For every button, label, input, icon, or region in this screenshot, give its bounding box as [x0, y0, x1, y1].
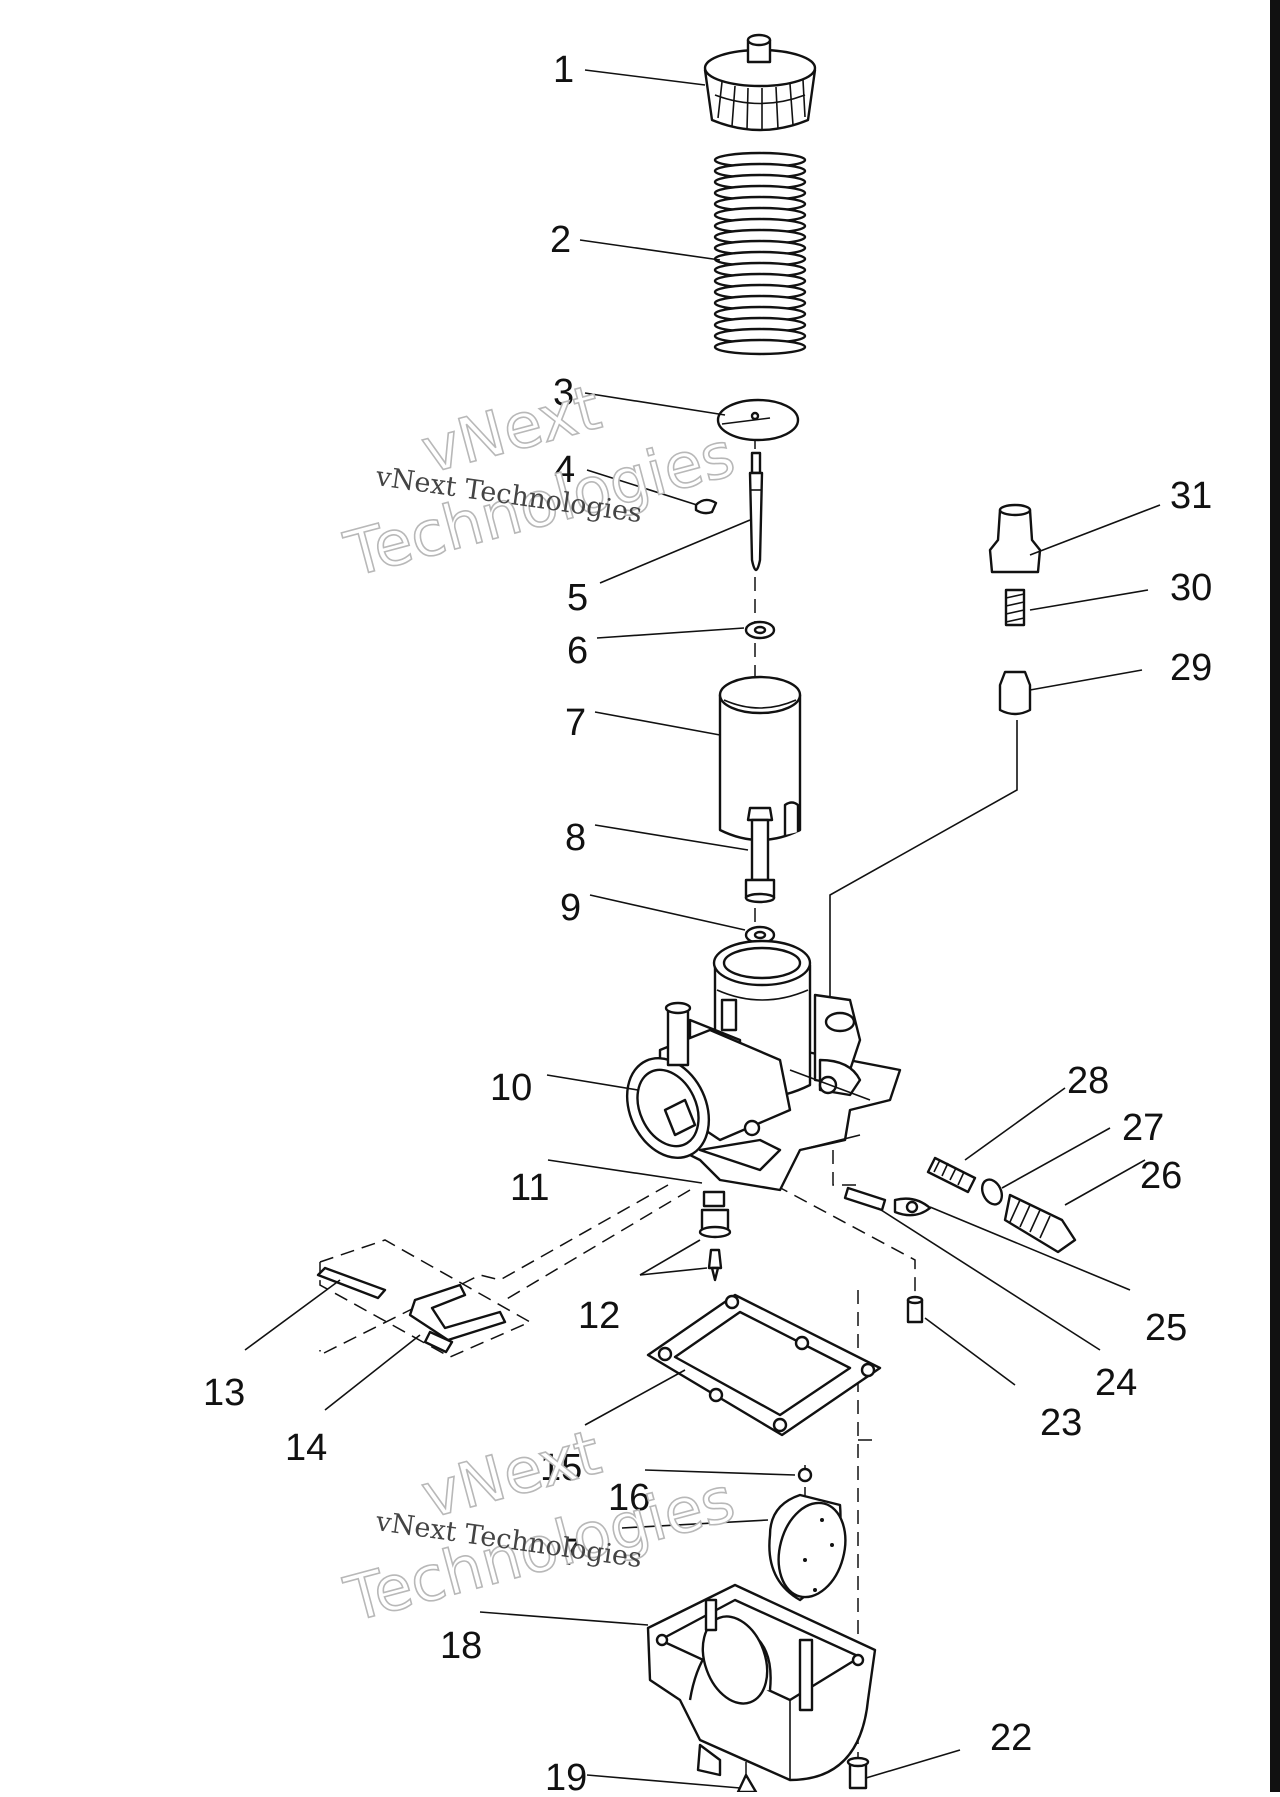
part-cap: [703, 33, 817, 132]
callout-25: 25: [1145, 1307, 1187, 1349]
part-float-bowl: [646, 1583, 877, 1782]
callout-9: 9: [560, 887, 581, 929]
callout-30: 30: [1170, 567, 1212, 609]
callout-5: 5: [567, 577, 588, 619]
callout-3: 3: [553, 372, 574, 414]
callout-13: 13: [203, 1372, 245, 1414]
callout-26: 26: [1140, 1155, 1182, 1197]
callout-29: 29: [1170, 647, 1212, 689]
callout-19: 19: [545, 1757, 587, 1792]
callout-31: 31: [1170, 475, 1212, 517]
callout-14: 14: [285, 1427, 327, 1469]
callout-12: 12: [578, 1295, 620, 1337]
callout-27: 27: [1122, 1107, 1164, 1149]
part-needle-jet: [744, 806, 776, 904]
part-pilot-screw: [843, 1186, 932, 1217]
part-drain-screws: [736, 1756, 870, 1794]
part-stop-screw: [926, 1156, 1077, 1254]
part-needle: [748, 451, 764, 572]
callout-2: 2: [550, 219, 571, 261]
part-float-valve: [698, 1190, 732, 1282]
part-washer-6: [744, 620, 776, 640]
part-oring-9: [744, 925, 776, 945]
callout-10: 10: [490, 1067, 532, 1109]
spring-coil: [713, 338, 807, 356]
part-ball: [797, 1467, 813, 1483]
callout-labels: 1 2 3 4 5 6 7 8 9 10 11 12 13 14 15 16 7…: [203, 49, 1212, 1797]
part-jet-23: [906, 1295, 924, 1324]
part-gasket: [646, 1293, 882, 1437]
callout-24: 24: [1095, 1362, 1137, 1404]
callout-11: 11: [510, 1167, 549, 1209]
part-clip: [694, 498, 718, 515]
part-air-jet: [988, 503, 1042, 716]
callout-17: 7: [560, 1532, 581, 1574]
callout-1: 1: [553, 49, 574, 91]
leader-lines: [244, 69, 1161, 1789]
callout-15: 15: [540, 1447, 582, 1489]
callout-7: 7: [565, 702, 586, 744]
part-spring: [713, 151, 807, 356]
part-carburetor-body: [625, 939, 902, 1192]
callout-6: 6: [567, 630, 588, 672]
callout-28: 28: [1067, 1060, 1109, 1102]
callout-23: 23: [1040, 1402, 1082, 1444]
callout-22: 22: [990, 1717, 1032, 1759]
part-plate: [716, 398, 800, 442]
callout-18: 18: [440, 1625, 482, 1667]
callout-8: 8: [565, 817, 586, 859]
callout-4: 4: [554, 449, 575, 491]
right-border: [1270, 0, 1280, 1792]
part-float-arm: [316, 1239, 532, 1358]
callout-16: 16: [608, 1477, 650, 1519]
part-float: [768, 1493, 847, 1602]
